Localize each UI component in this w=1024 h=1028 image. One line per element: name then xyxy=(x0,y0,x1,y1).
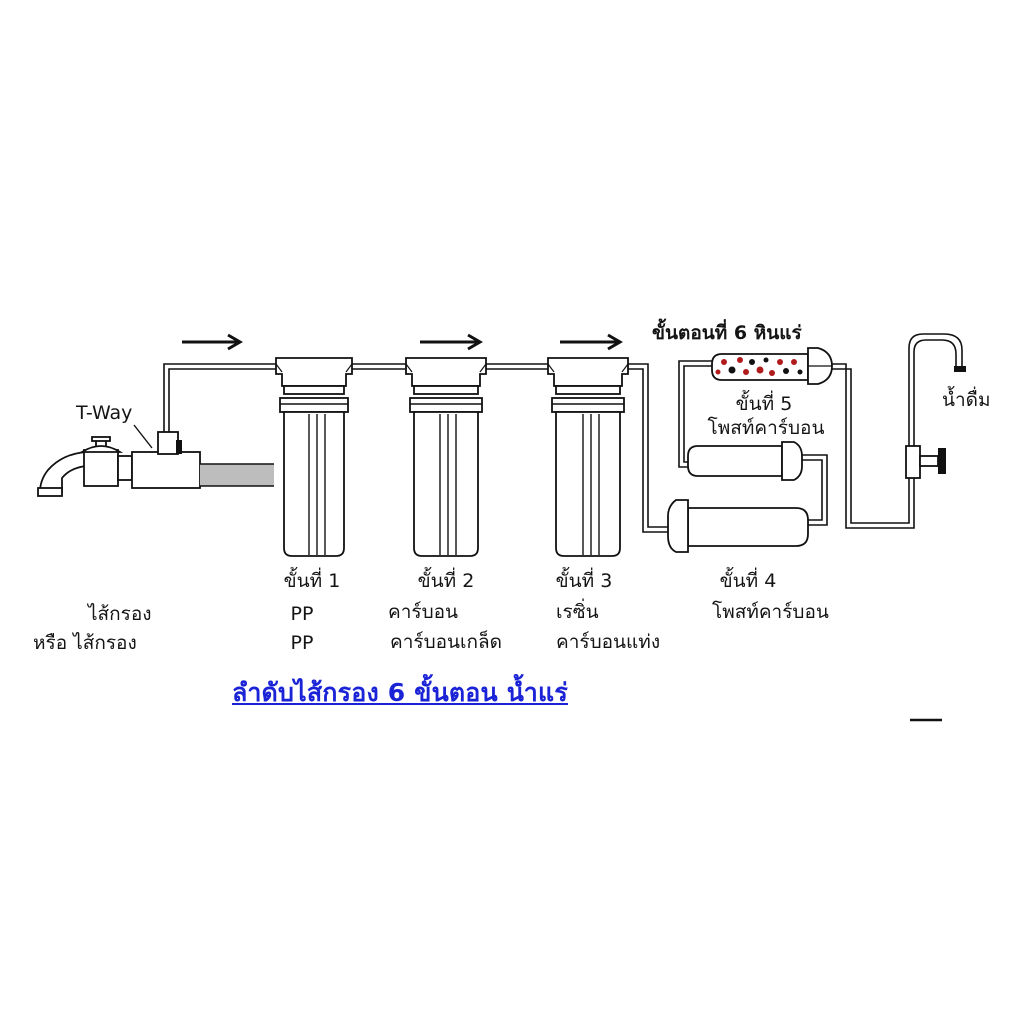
stage-5-name: โพสท์คาร์บอน xyxy=(707,417,825,439)
stage-3-step: ขั้นที่ 3 xyxy=(555,570,613,592)
inline-cartridge-stage-5 xyxy=(687,441,803,481)
supply-hose xyxy=(200,463,274,487)
stage-1-line1: PP xyxy=(290,603,314,625)
stage-4-line1: โพสท์คาร์บอน xyxy=(712,601,829,623)
stage-5-step: ขั้นที่ 5 xyxy=(735,393,793,415)
mineral-stones xyxy=(715,357,803,376)
stage-4-step: ขั้นที่ 4 xyxy=(719,570,777,592)
stage-2-line1: คาร์บอน xyxy=(388,601,459,623)
filter-housing-3 xyxy=(547,357,629,557)
stage-2-line2: คาร์บอนเกล็ด xyxy=(390,631,503,653)
filter-alt-label-2: หรือ ไส้กรอง xyxy=(33,632,137,654)
mineral-cartridge-stage-6 xyxy=(711,347,833,385)
flow-arrow-icon xyxy=(560,333,623,351)
stage-1-step: ขั้นที่ 1 xyxy=(283,570,341,592)
pipe-line xyxy=(163,333,963,533)
stage-2-step: ขั้นที่ 2 xyxy=(417,570,475,592)
stage-3-line1: เรซิ่น xyxy=(556,601,599,623)
inline-cartridge-stage-4 xyxy=(667,499,809,553)
t-way-fitting-icon xyxy=(131,424,201,489)
filter-alt-label-1: ไส้กรอง xyxy=(88,603,152,625)
t-way-label: T-Way xyxy=(76,402,133,424)
stage-1-line2: PP xyxy=(290,632,314,654)
filter-housing-2 xyxy=(405,357,487,557)
stage-3-line2: คาร์บอนแท่ง xyxy=(556,631,661,653)
diagram-title: ลำดับไส้กรอง 6 ขั้นตอน น้ำแร่ xyxy=(232,678,568,707)
drinking-water-label: น้ำดื่ม xyxy=(942,389,991,411)
filter-housing-1 xyxy=(275,357,353,557)
flow-arrow-icon xyxy=(420,333,483,351)
stage-6-label: ขั้นตอนที่ 6 หินแร่ xyxy=(652,322,802,344)
flow-arrow-icon xyxy=(182,333,243,351)
drinking-faucet-icon xyxy=(905,366,966,479)
water-tap-icon xyxy=(37,436,133,497)
